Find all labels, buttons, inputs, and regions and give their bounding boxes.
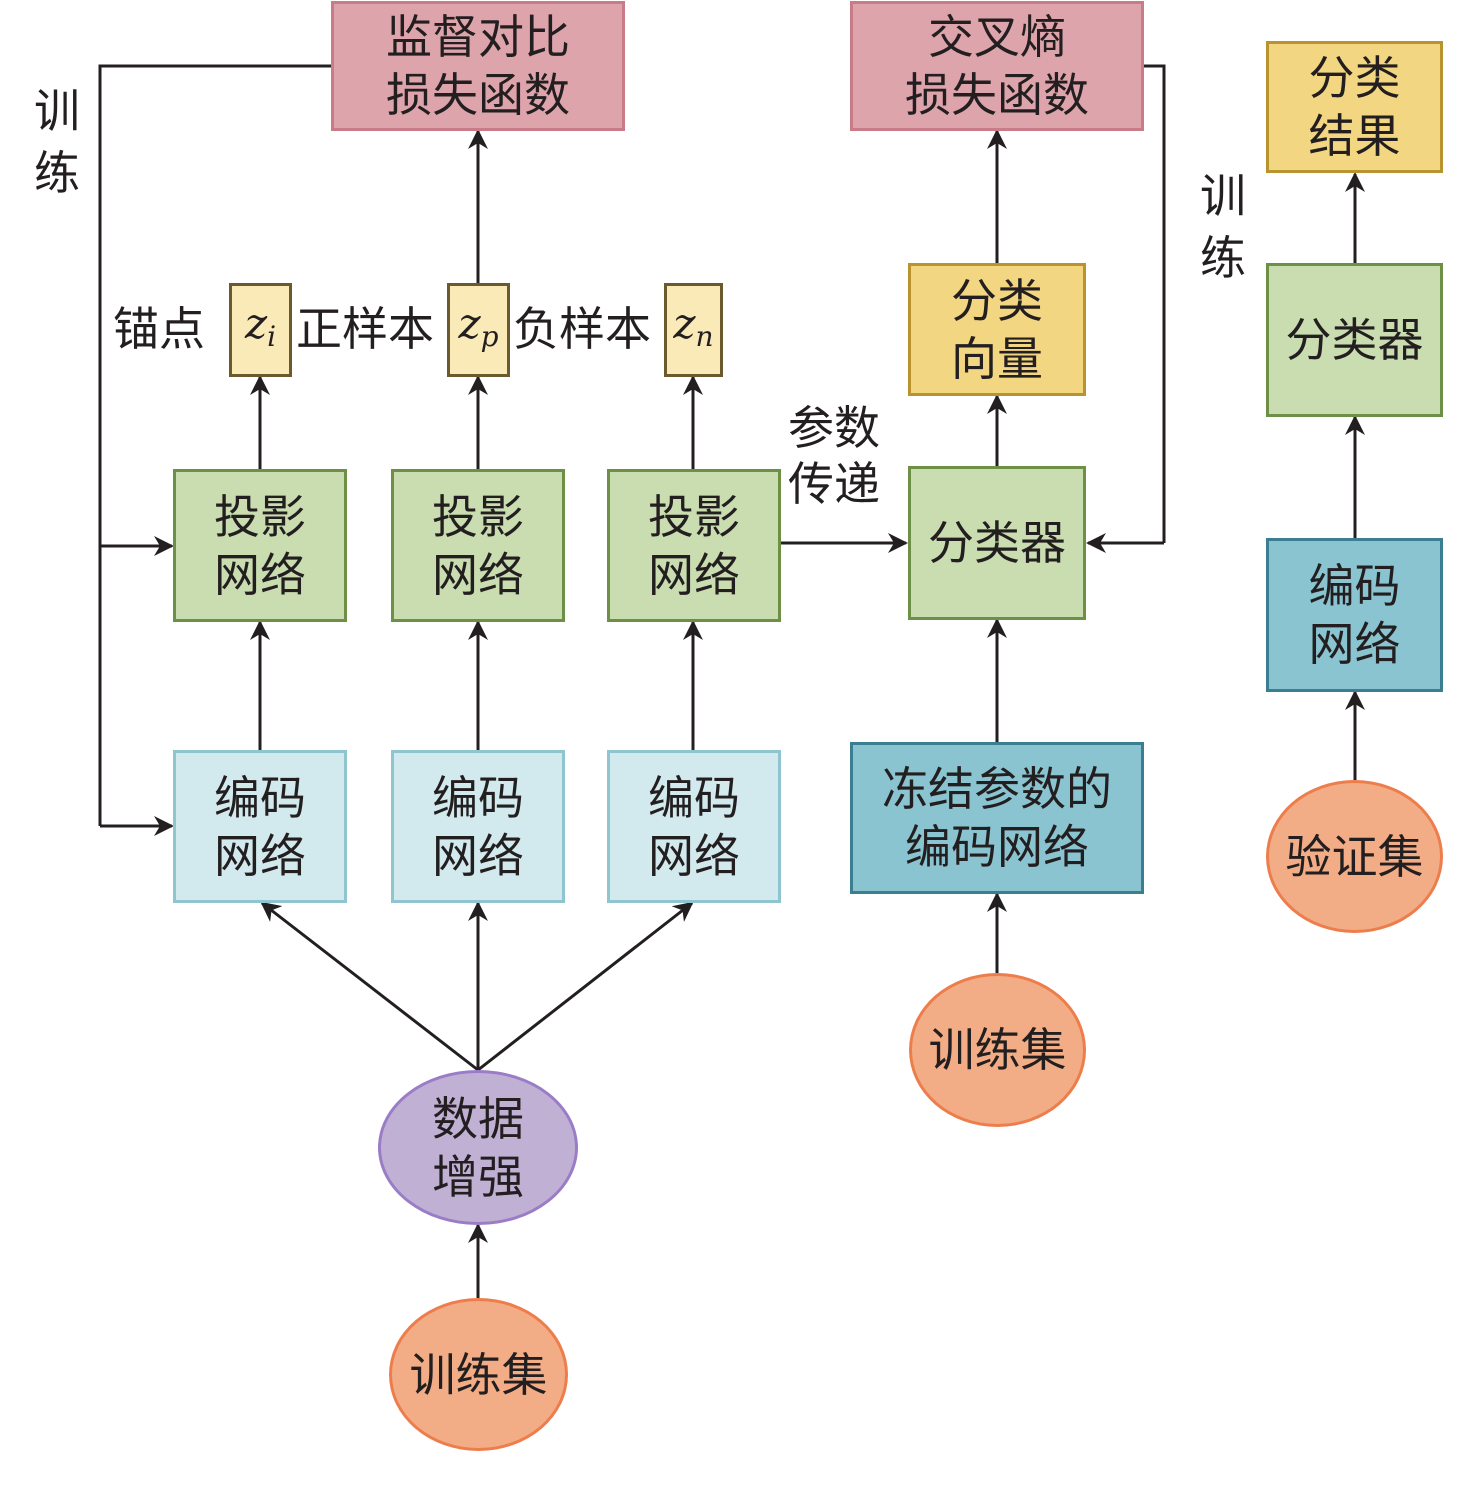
class-result-line1: 分类 [1308, 51, 1401, 105]
positive-vector-box: zp [447, 283, 510, 377]
enc-net-1-line1: 编码 [214, 770, 306, 825]
enc-net-2-line1: 编码 [432, 770, 524, 825]
arrow-aug-to-enc3 [477, 901, 694, 1072]
ce-feedback-line [1144, 64, 1166, 543]
enc-net-1-line2: 网络 [214, 828, 306, 883]
enc-net-right-box: 编码 网络 [1266, 538, 1443, 692]
negative-vector: zn [673, 298, 714, 353]
enc-net-2: 编码 网络 [391, 750, 565, 903]
train-set-mid-label: 训练集 [928, 1023, 1067, 1077]
param-transfer-label: 参数 传递 [788, 400, 880, 512]
frozen-encoder-line2: 编码网络 [905, 820, 1089, 874]
enc-net-2-line2: 网络 [432, 828, 524, 883]
enc-net-3: 编码 网络 [607, 750, 781, 903]
proj-net-2: 投影 网络 [391, 469, 565, 622]
arrow-aug-to-enc1 [260, 901, 479, 1072]
train-loop-line [98, 64, 332, 826]
ce-loss-line2: 损失函数 [905, 68, 1089, 122]
class-result-line2: 结果 [1308, 109, 1401, 163]
class-vector-line2: 向量 [951, 331, 1043, 386]
supcon-loss-box: 监督对比 损失函数 [331, 1, 625, 131]
proj-net-2-line1: 投影 [432, 489, 524, 544]
negative-label: 负样本 [513, 302, 651, 356]
classifier-right-label: 分类器 [1285, 313, 1424, 367]
enc-net-1: 编码 网络 [173, 750, 347, 903]
train-set-mid: 训练集 [909, 973, 1086, 1127]
train-label-right-2: 练 [1200, 231, 1246, 285]
classifier-mid-label: 分类器 [928, 516, 1066, 570]
enc-net-3-line2: 网络 [648, 828, 740, 883]
anchor-label: 锚点 [113, 302, 205, 356]
classifier-right-box: 分类器 [1266, 263, 1443, 417]
param-transfer-line1: 参数 [788, 401, 880, 455]
proj-net-1-line2: 网络 [214, 547, 306, 602]
proj-net-3-line1: 投影 [648, 489, 740, 544]
train-label-left-1: 训 [34, 84, 80, 138]
proj-net-1-line1: 投影 [214, 489, 306, 544]
class-result-box: 分类 结果 [1266, 41, 1443, 173]
ce-loss-line1: 交叉熵 [928, 10, 1066, 64]
train-label-left-2: 练 [34, 146, 80, 200]
positive-label: 正样本 [296, 302, 434, 356]
train-set-left: 训练集 [389, 1298, 568, 1451]
anchor-vector-box: zi [229, 283, 292, 377]
proj-net-3: 投影 网络 [607, 469, 781, 622]
class-vector-box: 分类 向量 [908, 263, 1086, 396]
val-set: 验证集 [1266, 780, 1443, 933]
proj-net-1: 投影 网络 [173, 469, 347, 622]
data-aug-line1: 数据 [432, 1091, 524, 1146]
supcon-loss-line2: 损失函数 [386, 68, 570, 122]
data-aug: 数据 增强 [378, 1070, 578, 1225]
negative-vector-box: zn [664, 283, 723, 377]
supcon-loss-line1: 监督对比 [386, 10, 570, 64]
train-label-right-1: 训 [1200, 169, 1246, 223]
anchor-vector: zi [244, 298, 277, 353]
ce-loss-box: 交叉熵 损失函数 [850, 1, 1144, 131]
val-set-label: 验证集 [1285, 829, 1424, 884]
proj-net-2-line2: 网络 [432, 547, 524, 602]
proj-net-3-line2: 网络 [648, 547, 740, 602]
enc-net-right-line1: 编码 [1308, 559, 1401, 613]
train-label-left: 训 练 [32, 80, 82, 204]
class-vector-line1: 分类 [951, 273, 1043, 328]
classifier-mid-box: 分类器 [908, 466, 1086, 620]
frozen-encoder-line1: 冻结参数的 [882, 762, 1112, 816]
train-label-right: 训 练 [1198, 165, 1248, 289]
enc-net-right-line2: 网络 [1308, 617, 1401, 671]
frozen-encoder-box: 冻结参数的 编码网络 [850, 742, 1144, 894]
enc-net-3-line1: 编码 [648, 770, 740, 825]
param-transfer-line2: 传递 [788, 457, 880, 511]
data-aug-line2: 增强 [432, 1149, 524, 1204]
positive-vector: zp [458, 298, 499, 353]
train-set-left-label: 训练集 [409, 1347, 548, 1402]
